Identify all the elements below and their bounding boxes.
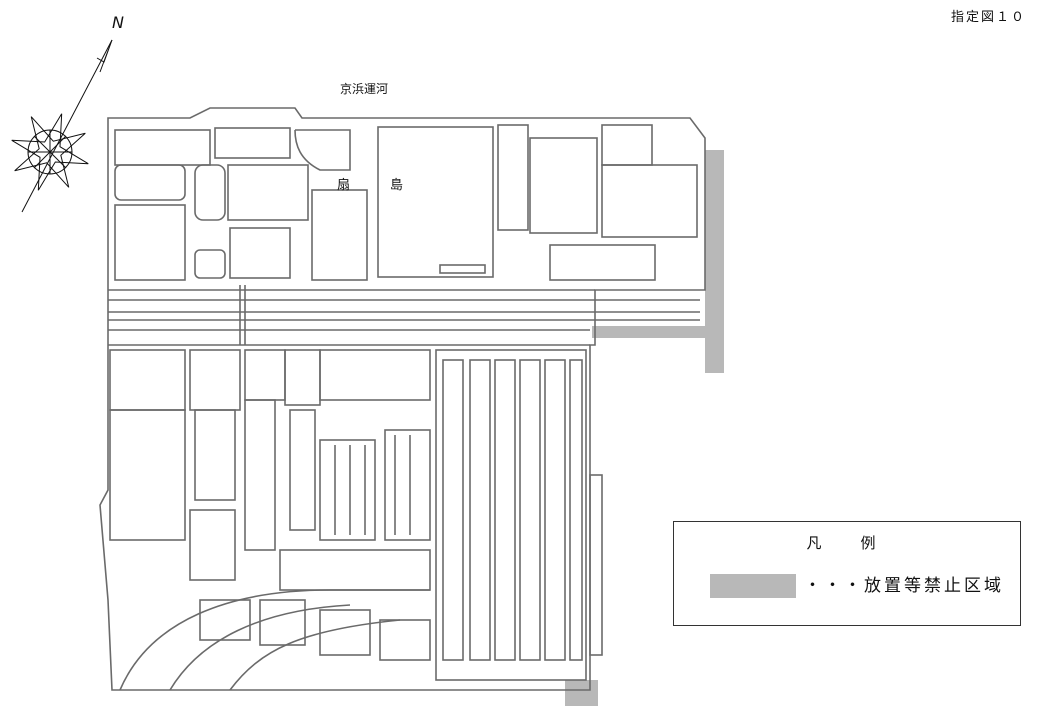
figure-number: 指定図１０	[950, 10, 1026, 25]
legend-label-restricted: ・・・放置等禁止区域	[804, 576, 1004, 596]
north-label: N	[112, 13, 124, 32]
island-label-1: 扇	[337, 178, 351, 193]
legend-title: 凡 例	[806, 534, 888, 552]
restricted-zones	[565, 150, 724, 706]
legend-swatch-restricted	[710, 574, 796, 598]
island-map	[99, 107, 706, 691]
canal-label: 京浜運河	[340, 82, 389, 96]
island-label-2: 島	[390, 178, 404, 193]
legend: 凡 例 ・・・放置等禁止区域	[673, 521, 1021, 626]
restricted-zone-south-road	[592, 326, 705, 338]
restricted-zone-south	[565, 680, 598, 706]
restricted-zone-east	[705, 150, 724, 373]
compass-rose-icon: N	[11, 13, 124, 213]
